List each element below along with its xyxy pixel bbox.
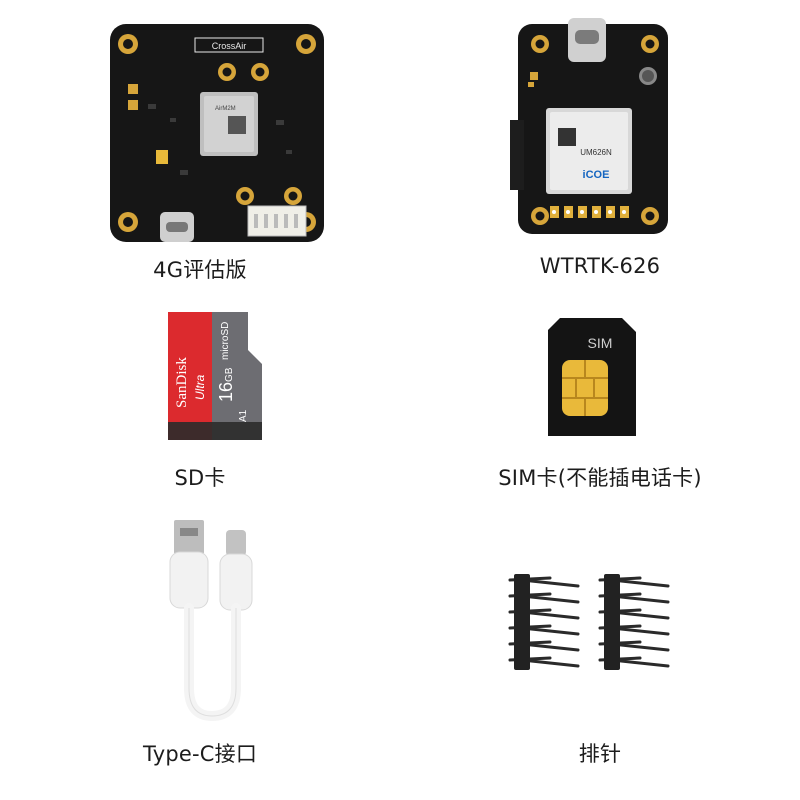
item-label-4g-board: 4G评估版 [153,258,247,282]
chip-model-text: UM626N [580,148,612,157]
chip-brand-text: iCOE [583,169,610,181]
sim-card-icon: SIM [548,318,636,436]
sim-label-text: SIM [588,335,613,351]
usb-type-c-cable-icon [169,520,253,722]
item-4g-board: CrossAir AirM2M 4G评估版 [0,0,400,282]
item-sd-card: SanDisk Ultra 16 GB microSD A1 SD卡 [0,290,400,556]
item-type-c-cable: Type-C接口 [0,510,400,776]
board-brand-text: CrossAir [212,41,247,51]
rtk-gnss-module-board-icon: UM626N iCOE [510,18,668,234]
sd-line-text: Ultra [193,374,207,400]
item-sim-card: SIM SIM卡(不能插电话卡) [400,290,800,556]
sd-type-text: microSD [220,322,231,360]
micro-sd-card-icon: SanDisk Ultra 16 GB microSD A1 [168,312,262,440]
sd-rating-text: A1 [238,409,249,422]
item-wtrtk-626: UM626N iCOE WTRTK-626 [400,0,800,278]
item-label-sim-card: SIM卡(不能插电话卡) [498,466,702,490]
sd-unit-text: GB [224,367,235,382]
item-pin-header: 排针 [400,510,800,776]
pin-header-icon [508,574,670,670]
pcb-board-4g-evaluation-icon: CrossAir AirM2M [110,24,324,242]
chip-brand-text: AirM2M [215,106,236,112]
sd-brand-text: SanDisk [174,357,190,408]
item-label-wtrtk-626: WTRTK-626 [539,254,661,278]
item-label-sd-card: SD卡 [174,466,226,490]
sd-capacity-text: 16 [216,382,236,402]
item-label-pin-header: 排针 [578,742,622,766]
item-label-type-c-cable: Type-C接口 [142,742,258,766]
